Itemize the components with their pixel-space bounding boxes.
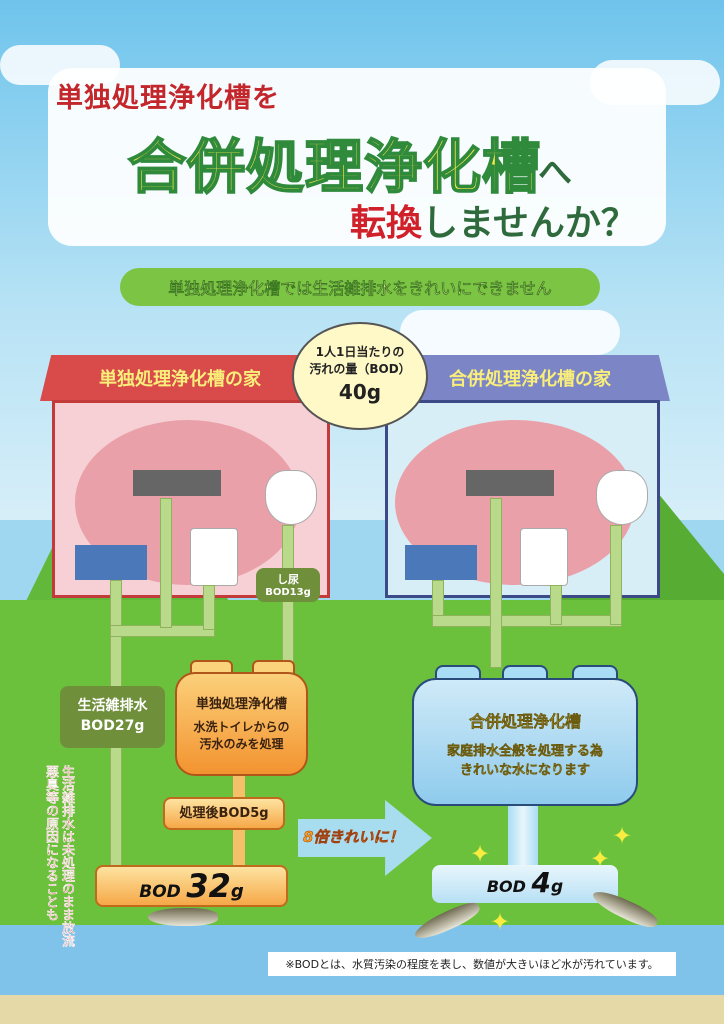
footnote: ※BODとは、水質汚染の程度を表し、数値が大きいほど水が汚れています。 xyxy=(268,952,676,976)
improvement-label: 8倍きれいに！ xyxy=(303,828,404,847)
sparkle-icon: ✦ xyxy=(490,908,511,936)
title-panel xyxy=(48,68,666,246)
single-tank-title: 単独処理浄化槽 xyxy=(195,697,287,712)
title-line2: 合併処理浄化槽 xyxy=(127,132,542,202)
combined-tank-desc1: 家庭排水全般を処理する為 xyxy=(446,744,603,759)
combined-tank-desc2: きれいな水になります xyxy=(459,763,590,778)
subtitle-banner: 単独処理浄化槽では生活雑排水をきれいにできません xyxy=(120,268,600,306)
left-bod-unit: g xyxy=(230,881,244,902)
pipe xyxy=(160,498,172,628)
left-house-roof: 単独処理浄化槽の家 xyxy=(40,355,320,401)
after-treatment-box: 処理後BOD5g xyxy=(163,797,285,830)
title-line3: 転換しませんか？ xyxy=(350,194,637,246)
left-total-bod: BOD 32g xyxy=(95,865,288,907)
warning-vertical-text: 生活雑排水は未処理のまま放流 悪臭等の原因になることも xyxy=(43,765,74,960)
pipe xyxy=(203,585,215,630)
combined-tank-title: 合併処理浄化槽 xyxy=(468,712,581,731)
pipe xyxy=(550,585,562,625)
combined-treatment-tank: 合併処理浄化槽 家庭排水全般を処理する為 きれいな水になります xyxy=(412,678,638,806)
right-bod-value: 4 xyxy=(531,866,551,899)
graywater-box: 生活雑排水 BOD27g xyxy=(60,686,165,748)
bathtub-icon xyxy=(405,545,477,580)
title-line1: 単独処理浄化槽を xyxy=(56,83,280,114)
kitchen-sink-icon xyxy=(133,470,221,496)
riverbank xyxy=(0,995,724,1024)
right-total-bod: BOD 4g xyxy=(432,865,618,903)
pipe xyxy=(490,498,502,668)
night-soil-box: し尿 BOD13g xyxy=(256,568,320,602)
left-bod-prefix: BOD xyxy=(139,882,181,902)
washing-machine-icon xyxy=(190,528,238,586)
right-house-roof: 合併処理浄化槽の家 xyxy=(390,355,670,401)
graywater-label: 生活雑排水 xyxy=(77,698,148,714)
sparkle-icon: ✦ xyxy=(612,822,633,850)
washing-machine-icon xyxy=(520,528,568,586)
pipe xyxy=(610,525,622,625)
right-bod-prefix: BOD xyxy=(486,877,526,896)
graywater-bod: BOD27g xyxy=(80,718,145,734)
pipe xyxy=(432,615,622,627)
toilet-icon xyxy=(596,470,648,525)
kitchen-sink-icon xyxy=(466,470,554,496)
single-tank-desc1: 水洗トイレからの xyxy=(193,720,290,734)
title-line3-red: 転換 xyxy=(350,203,423,244)
night-soil-label: し尿 xyxy=(277,573,299,586)
title-line2-suffix: へ xyxy=(538,153,572,193)
single-treatment-tank: 単独処理浄化槽 水洗トイレからの 汚水のみを処理 xyxy=(175,672,308,776)
sick-fish-icon xyxy=(148,908,218,926)
bubble-line2: 汚れの量（BOD） xyxy=(309,362,411,376)
cloud xyxy=(400,310,620,355)
bod-per-person-bubble: 1人1日当たりの 汚れの量（BOD） 40g xyxy=(292,322,428,430)
bubble-value: 40g xyxy=(338,380,382,404)
sparkle-icon: ✦ xyxy=(470,840,491,868)
night-soil-bod: BOD13g xyxy=(265,587,311,598)
bathtub-icon xyxy=(75,545,147,580)
sparkle-icon: ✦ xyxy=(590,845,611,873)
right-bod-unit: g xyxy=(550,877,564,897)
title-line3-rest: しませんか？ xyxy=(422,203,637,244)
clean-water-pipe xyxy=(508,805,538,867)
single-tank-desc2: 汚水のみを処理 xyxy=(199,737,284,751)
toilet-icon xyxy=(265,470,317,525)
bubble-line1: 1人1日当たりの xyxy=(315,345,405,359)
left-bod-value: 32 xyxy=(186,867,231,905)
